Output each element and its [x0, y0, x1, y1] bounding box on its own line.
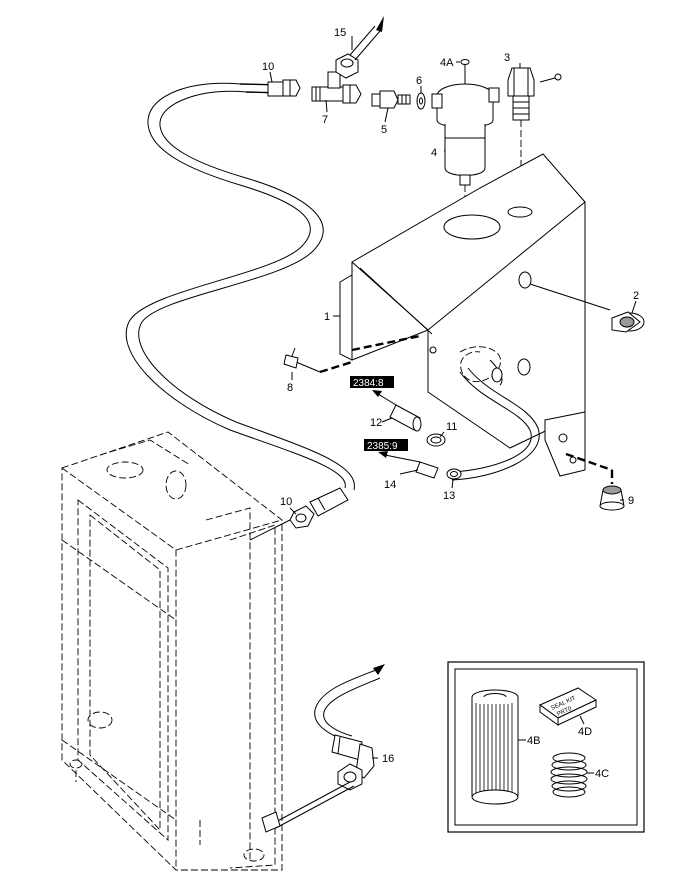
plug-2 [529, 283, 645, 333]
pickup-tube [451, 346, 540, 481]
breather-3 [507, 67, 535, 210]
callout-6: 6 [416, 75, 422, 87]
callout-4c: 4C [595, 768, 609, 780]
radiator-phantom [61, 431, 283, 871]
fuel-return-hose [125, 82, 355, 491]
callout-2: 2 [633, 290, 639, 302]
callout-10-top: 10 [262, 61, 274, 73]
clamp-11 [426, 433, 446, 447]
fitting-10-middle [289, 487, 349, 529]
callout-1: 1 [324, 311, 330, 323]
callout-8: 8 [287, 382, 293, 394]
reference-text-1: 2384:8 [353, 378, 384, 389]
hose-12 [372, 390, 422, 432]
callout-labels: 15 10 7 5 6 4A 4 3 1 2 9 8 12 11 14 13 1… [262, 27, 639, 765]
tee-fitting-7 [311, 71, 362, 104]
callout-3: 3 [504, 52, 510, 64]
callout-9: 9 [628, 495, 634, 507]
washer-6 [416, 92, 426, 110]
callout-4a: 4A [440, 57, 454, 69]
reference-text-2: 2385:9 [367, 441, 398, 452]
reference-tag-2: 2385:9 [364, 439, 408, 452]
callout-4: 4 [431, 147, 437, 159]
seal-kit-label-2: PRT0 [556, 706, 573, 718]
screw-4a [460, 59, 470, 84]
callout-12: 12 [370, 417, 382, 429]
fitting-10-top [267, 79, 301, 97]
adapter-5 [371, 90, 411, 109]
hose-to-radiator-top [249, 519, 291, 541]
callout-10-middle: 10 [280, 496, 292, 508]
spring-4c [550, 752, 588, 798]
callout-5: 5 [381, 124, 387, 136]
hose-14 [378, 451, 439, 479]
callout-4d: 4D [578, 726, 592, 738]
callout-15: 15 [334, 27, 346, 39]
plug-9 [565, 452, 625, 511]
nut-15 [335, 16, 384, 79]
callout-4b: 4B [527, 735, 540, 747]
callout-13: 13 [443, 490, 455, 502]
sender-8 [283, 347, 353, 374]
screw-3 [539, 73, 562, 83]
callout-11: 11 [446, 421, 457, 433]
seal-kit-4d: SEAL KIT PRT0 [539, 687, 598, 726]
clamp-13 [446, 468, 462, 480]
callout-14: 14 [384, 479, 396, 491]
service-parts-inset: 4B SEAL KIT PRT0 4D 4C [447, 661, 645, 833]
leader-lines [269, 36, 637, 759]
callout-16: 16 [382, 753, 394, 765]
hose-16 [261, 664, 385, 833]
callout-7: 7 [322, 114, 328, 126]
reference-tag-1: 2384:8 [350, 376, 394, 389]
filter-element-4b [471, 689, 519, 805]
